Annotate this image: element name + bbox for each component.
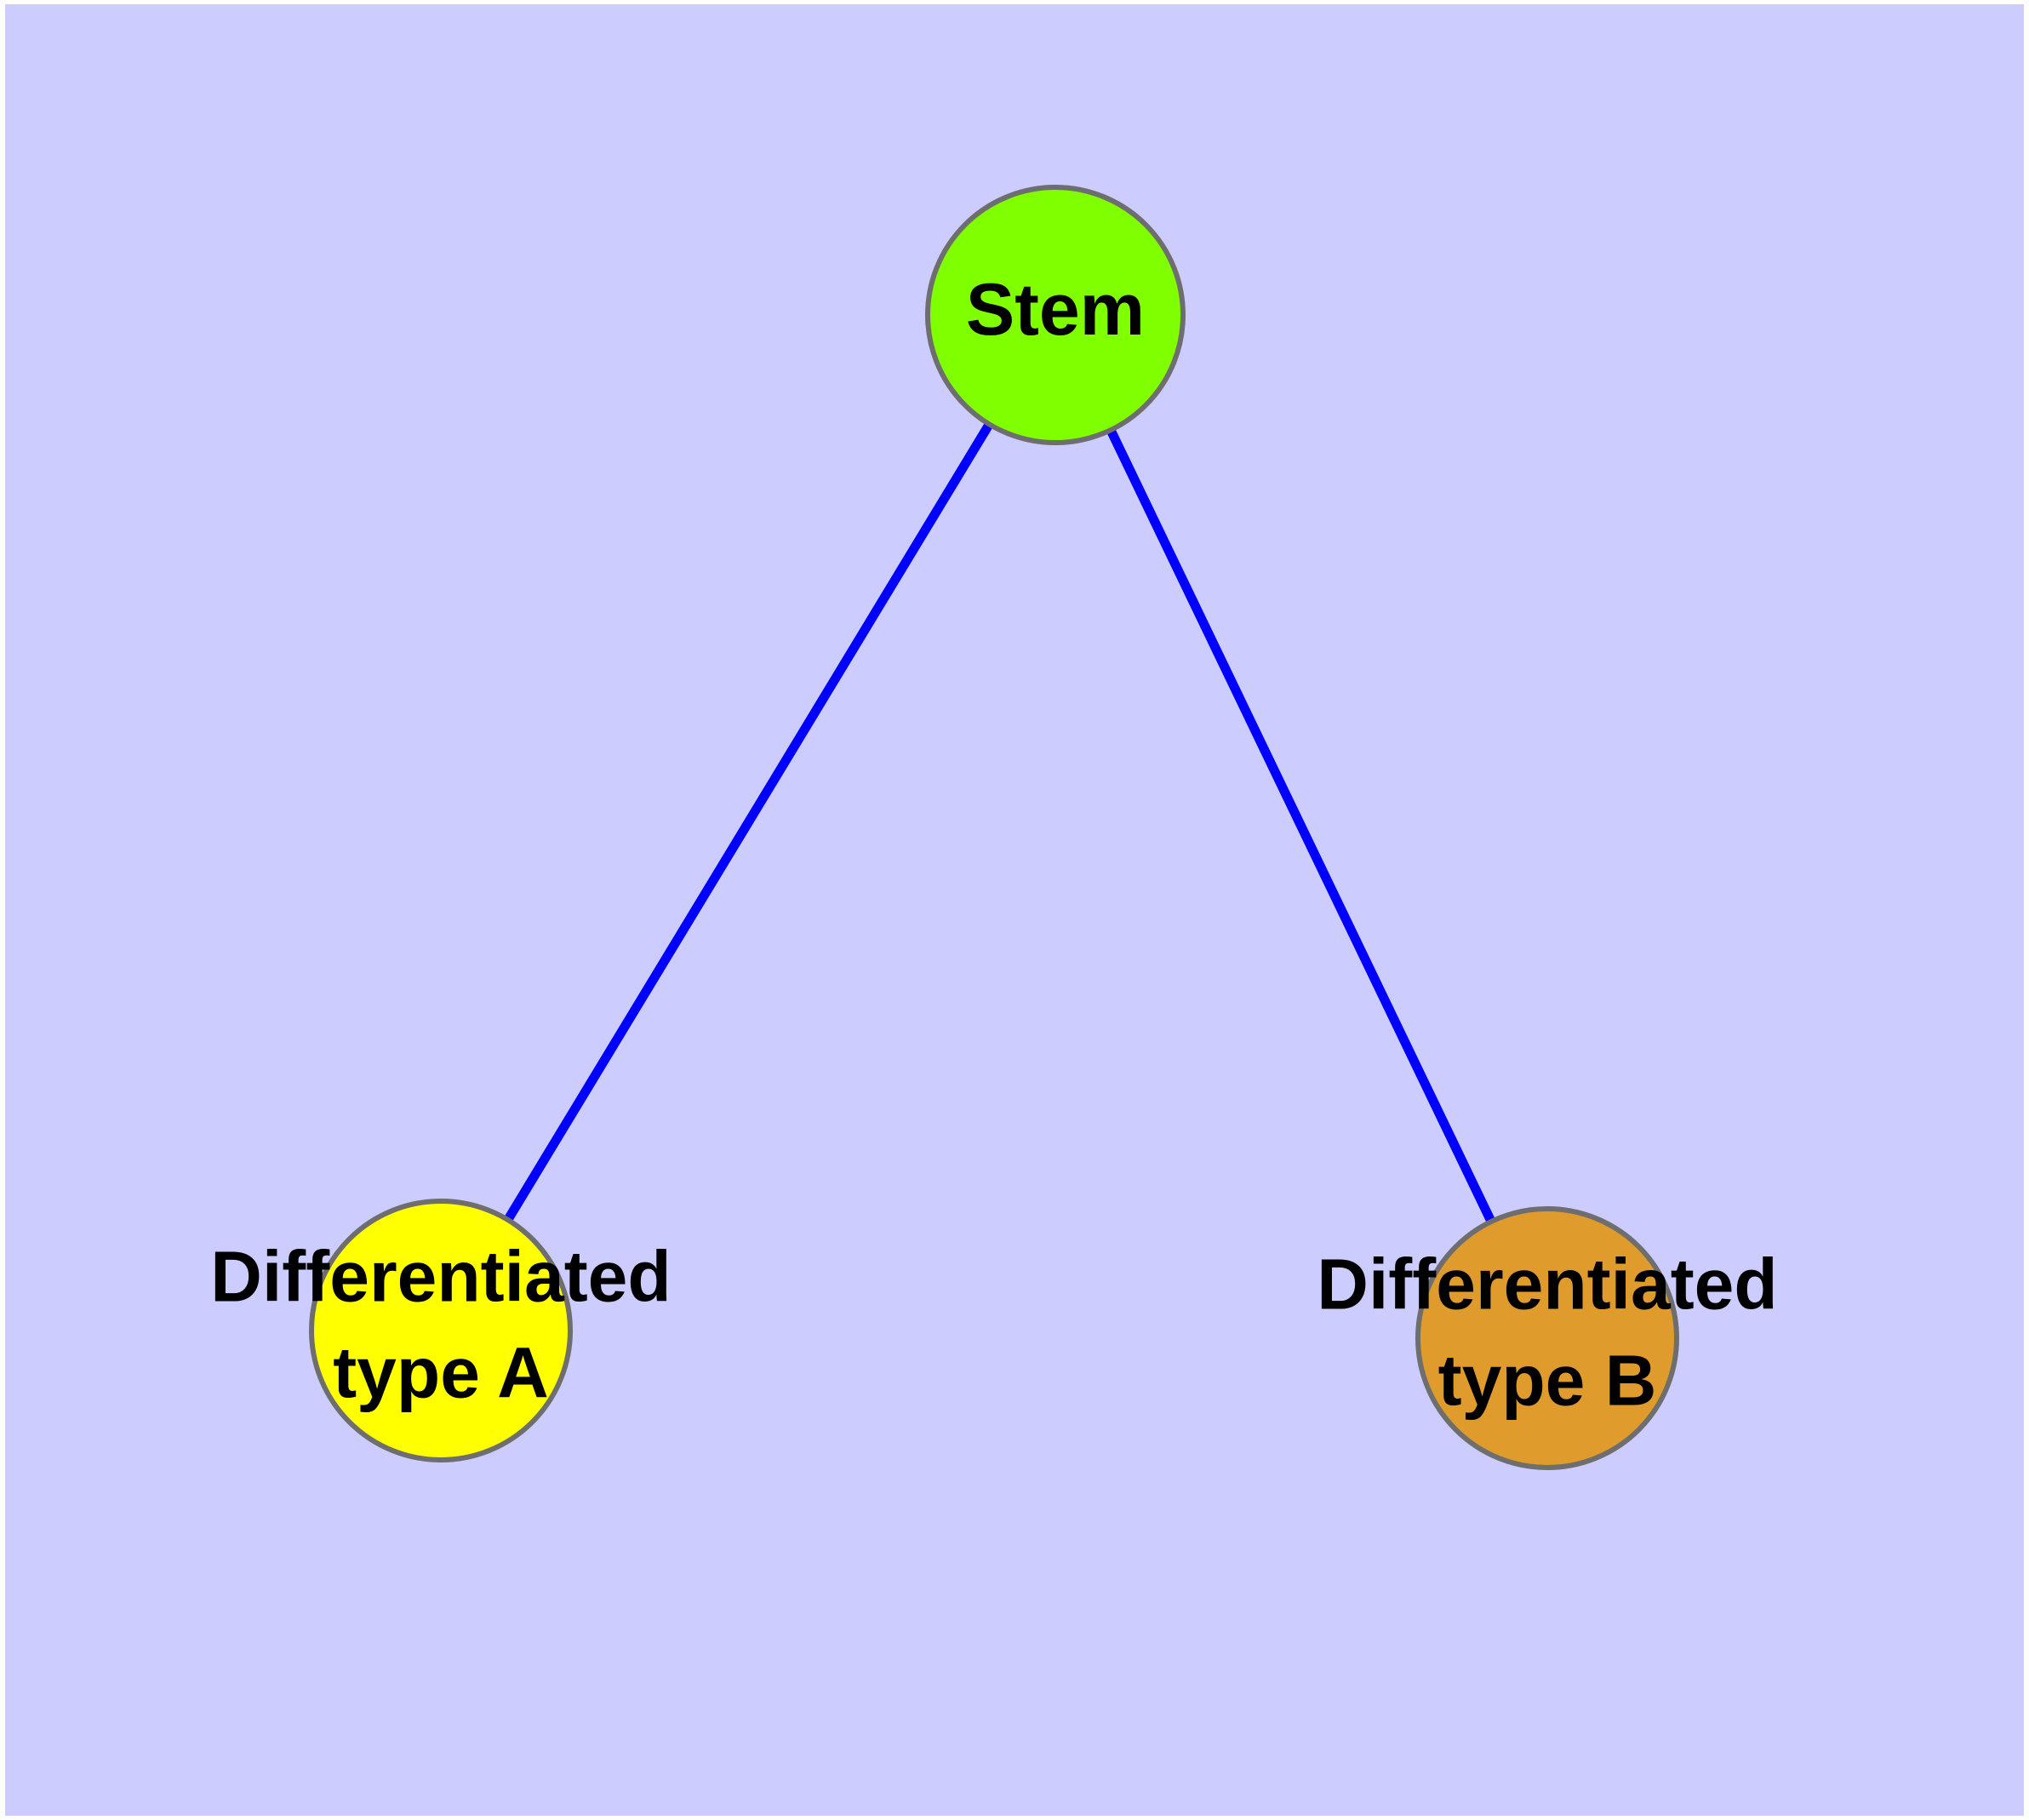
graph-node-label-stem: Stem [966, 269, 1145, 351]
graph-node-label-line: type A [333, 1333, 549, 1413]
graph-edge-stem-diff_a [503, 421, 994, 1222]
graph-node-label-line: type B [1438, 1341, 1657, 1421]
graph-node-label-line: Differentiated [210, 1237, 671, 1317]
graph-edge-stem-diff_b [1106, 427, 1496, 1224]
graph-node-label-diff_a: Differentiated type A [210, 1237, 671, 1413]
graph-node-label-diff_b: Differentiated type B [1317, 1245, 1777, 1421]
graph-node-diff_b[interactable] [1415, 1206, 1679, 1470]
graph-node-label-line: Differentiated [1317, 1245, 1777, 1325]
node-layer [309, 185, 1679, 1470]
graph-node-stem[interactable] [925, 185, 1186, 445]
graph-node-label-line: Stem [966, 269, 1145, 351]
graph-node-diff_a[interactable] [309, 1199, 573, 1462]
edge-layer [503, 421, 1496, 1224]
